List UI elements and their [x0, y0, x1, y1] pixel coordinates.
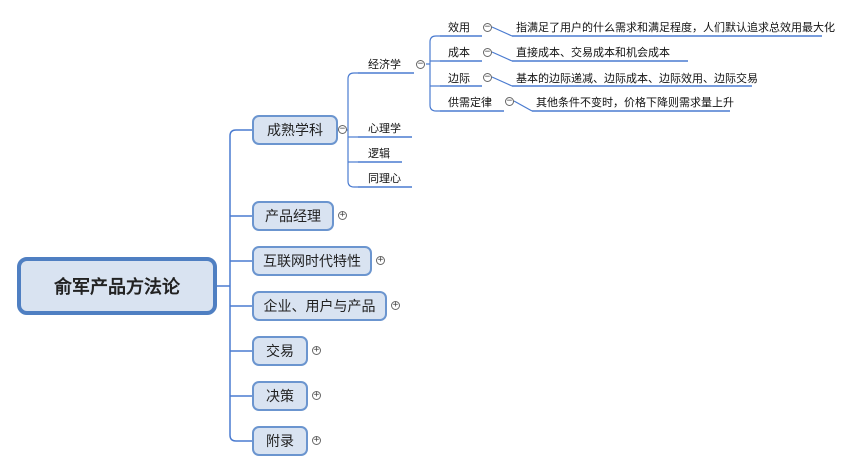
expand-toggle-icon[interactable]: + — [312, 435, 321, 445]
branch-internet-era[interactable]: 互联网时代特性 — [252, 246, 372, 276]
economics-item-supply-demand[interactable]: 供需定律 — [448, 96, 492, 109]
branch-transaction[interactable]: 交易 — [252, 336, 308, 366]
branch-appendix[interactable]: 附录 — [252, 426, 308, 456]
description-connector-line — [513, 100, 533, 112]
expand-toggle-icon[interactable]: + — [312, 345, 321, 355]
supply-demand-description[interactable]: 其他条件不变时，价格下降则需求量上升 — [536, 96, 734, 109]
subtopic-psychology[interactable]: 心理学 — [368, 122, 401, 135]
description-connector-line — [491, 76, 513, 87]
branch-connector-line — [347, 180, 358, 188]
collapse-toggle-icon[interactable]: − — [338, 124, 347, 134]
branch-connector-line — [347, 72, 358, 80]
branch-mature-subjects[interactable]: 成熟学科 — [252, 115, 338, 145]
description-connector-line — [491, 51, 513, 62]
expand-toggle-icon[interactable]: + — [338, 210, 347, 220]
collapse-toggle-icon[interactable]: − — [505, 96, 514, 106]
branch-product-manager[interactable]: 产品经理 — [252, 201, 334, 231]
marginal-description[interactable]: 基本的边际递减、边际成本、边际效用、边际交易 — [516, 72, 758, 85]
branch-enterprise-user-product[interactable]: 企业、用户与产品 — [252, 291, 387, 321]
root-connector-line — [229, 434, 252, 442]
expand-toggle-icon[interactable]: + — [391, 300, 400, 310]
branch-decision[interactable]: 决策 — [252, 381, 308, 411]
expand-toggle-icon[interactable]: + — [376, 255, 385, 265]
subtopic-logic[interactable]: 逻辑 — [368, 147, 390, 160]
description-connector-line — [491, 26, 513, 37]
cost-description[interactable]: 直接成本、交易成本和机会成本 — [516, 46, 670, 59]
collapse-toggle-icon[interactable]: − — [483, 22, 492, 32]
economics-item-cost[interactable]: 成本 — [448, 46, 470, 59]
subtopic-empathy[interactable]: 同理心 — [368, 172, 401, 185]
utility-description[interactable]: 指满足了用户的什么需求和满足程度，人们默认追求总效用最大化 — [516, 21, 835, 34]
economics-item-utility[interactable]: 效用 — [448, 21, 470, 34]
economics-connector-line — [429, 104, 440, 112]
economics-connector-line — [429, 35, 440, 43]
subtopic-economics[interactable]: 经济学 — [368, 58, 401, 71]
collapse-toggle-icon[interactable]: − — [416, 59, 425, 69]
collapse-toggle-icon[interactable]: − — [483, 47, 492, 57]
root-topic[interactable]: 俞军产品方法论 — [17, 257, 217, 315]
collapse-toggle-icon[interactable]: − — [483, 72, 492, 82]
root-connector-line — [229, 129, 252, 137]
economics-item-marginal[interactable]: 边际 — [448, 72, 470, 85]
expand-toggle-icon[interactable]: + — [312, 390, 321, 400]
